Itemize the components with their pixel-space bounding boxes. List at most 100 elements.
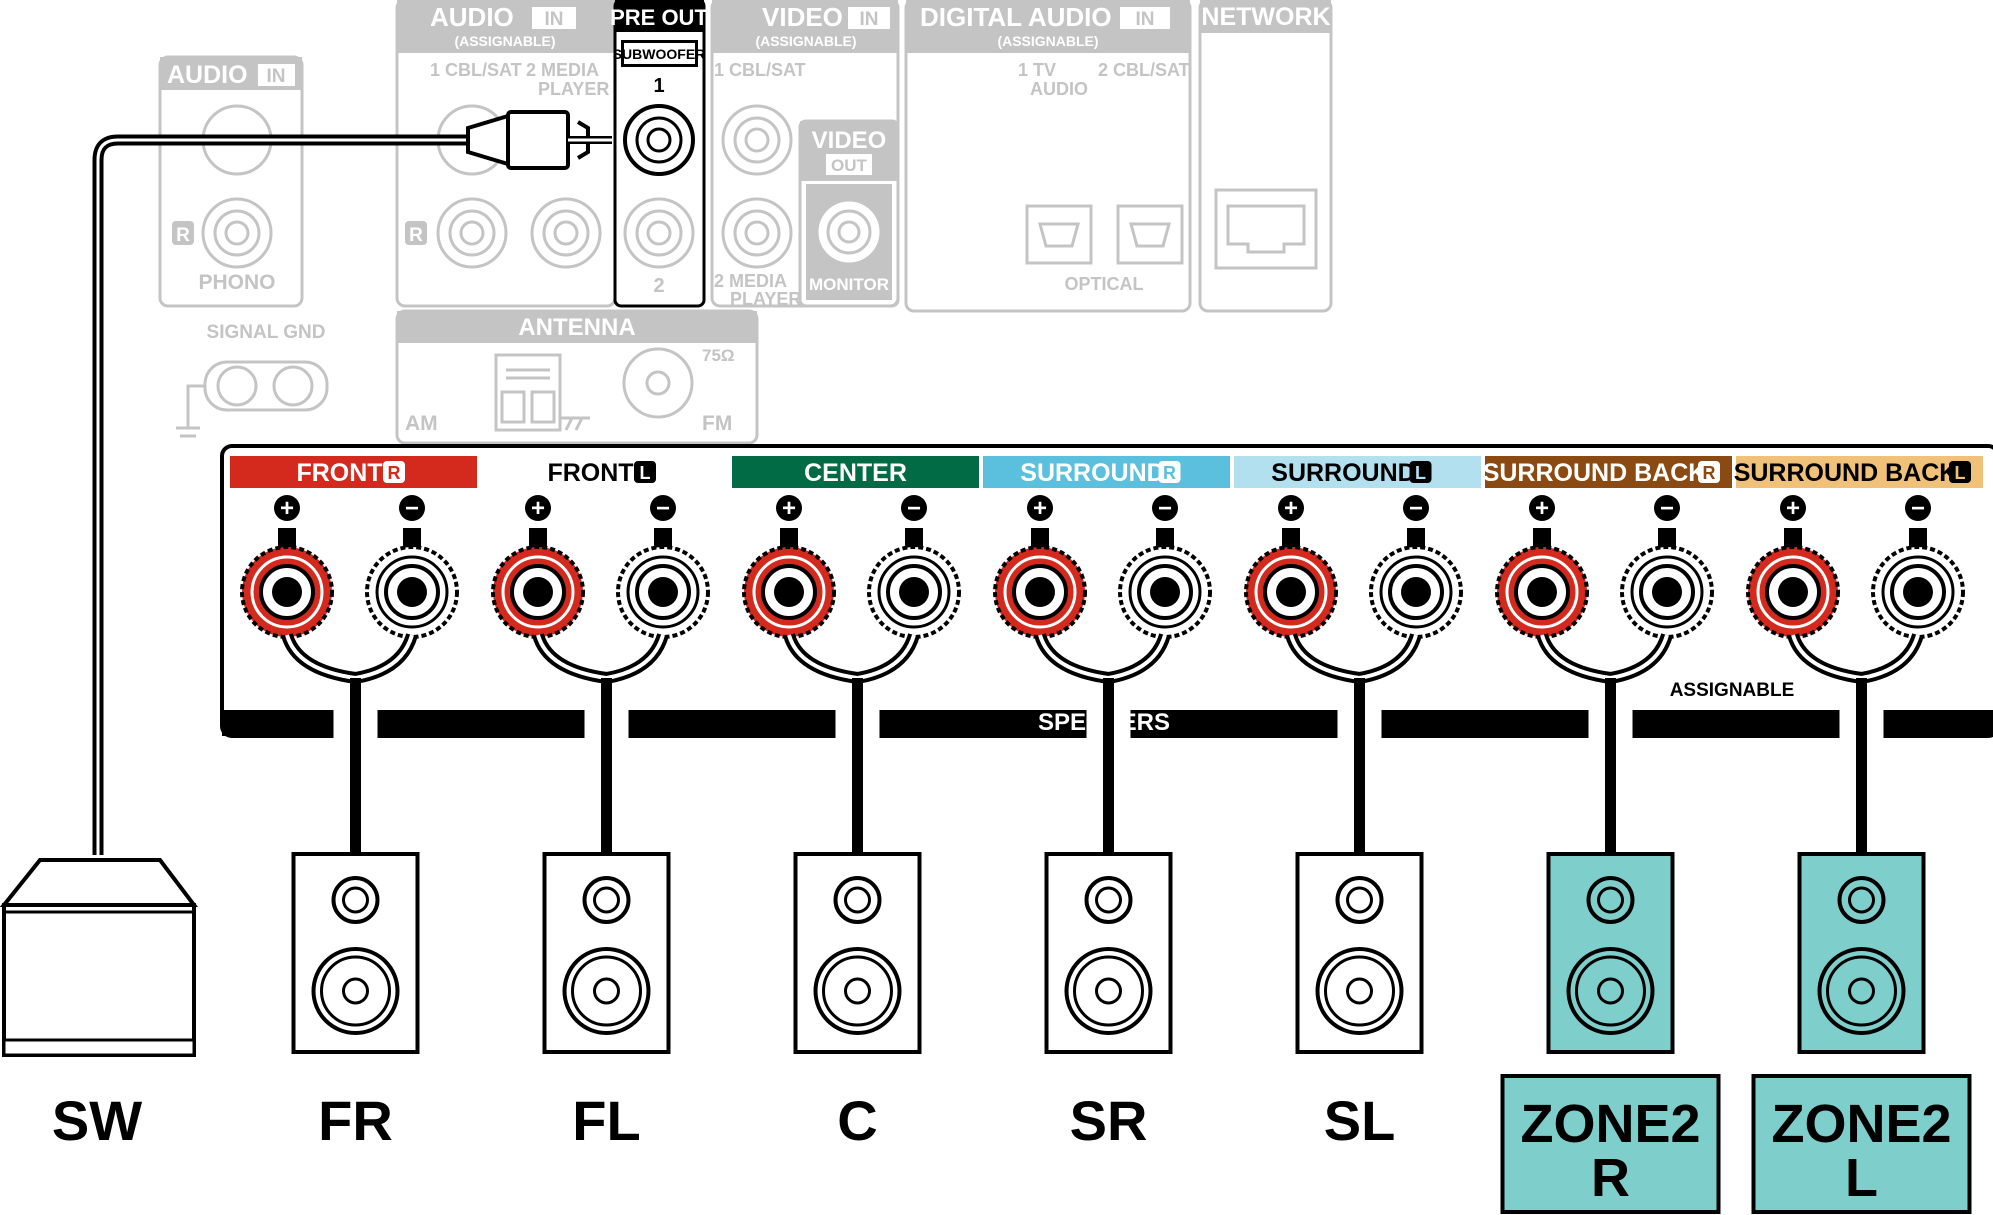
plus-symbol-text: +	[1786, 495, 1800, 522]
phono-audio-title: AUDIO	[167, 61, 248, 89]
plus-terminal	[240, 528, 334, 639]
rear-panel: AUDIO IN R PHONO SIGNAL GND AUDIO IN	[158, 0, 1333, 445]
plus-terminal	[1244, 528, 1338, 639]
channel-badge: L	[1955, 463, 1966, 483]
minus-symbol: −	[1403, 495, 1429, 522]
plus-symbol: +	[1278, 495, 1304, 522]
video-out-block: VIDEO OUT MONITOR	[798, 119, 900, 308]
speaker-label: SL	[1324, 1089, 1396, 1152]
speaker-label-line2: L	[1845, 1148, 1878, 1208]
digital-audio-in-block: DIGITAL AUDIO IN (ASSIGNABLE) 1 TV AUDIO…	[904, 0, 1192, 313]
channel-name: FRONT	[547, 459, 633, 487]
antenna-ohm: 75Ω	[702, 346, 735, 365]
plus-symbol-text: +	[531, 495, 545, 522]
antenna-block: ANTENNA 75Ω AM FM	[395, 309, 759, 445]
pre-out-jack-2-label: 2	[653, 275, 664, 297]
channel-badge: L	[640, 463, 651, 483]
video-out-monitor: MONITOR	[809, 275, 889, 294]
plus-symbol-text: +	[1033, 495, 1047, 522]
speaker-cable	[532, 632, 669, 858]
network-block: NETWORK	[1198, 0, 1333, 313]
channel-name: SURROUND BACK	[1483, 459, 1707, 487]
audio-in-title: AUDIO	[430, 2, 514, 32]
audio-in-tag: IN	[545, 9, 564, 30]
minus-terminal	[1620, 528, 1714, 639]
plus-terminal	[1495, 528, 1589, 639]
network-title: NETWORK	[1201, 3, 1330, 31]
pre-out-jack-1-label: 1	[653, 75, 664, 97]
channel-name: SURROUND BACK	[1734, 459, 1958, 487]
channel-badge: R	[1163, 463, 1176, 483]
minus-symbol-text: −	[1911, 495, 1925, 522]
plus-terminal	[1746, 528, 1840, 639]
video-in-input-2-line2: PLAYER	[730, 289, 801, 309]
plus-terminal	[993, 528, 1087, 639]
speaker-cable	[1285, 632, 1422, 858]
minus-symbol-text: −	[907, 495, 921, 522]
channel-name: FRONT	[296, 459, 382, 487]
plus-symbol: +	[1780, 495, 1806, 522]
minus-terminal	[616, 528, 710, 639]
phono-block: AUDIO IN R PHONO	[158, 55, 304, 308]
minus-symbol: −	[1654, 495, 1680, 522]
speaker-label: SR	[1070, 1089, 1148, 1152]
minus-terminal	[1871, 528, 1965, 639]
phono-r-badge: R	[176, 225, 190, 246]
speaker-label: C	[837, 1089, 877, 1152]
plus-symbol-text: +	[1284, 495, 1298, 522]
plus-terminal	[742, 528, 836, 639]
speaker-sr: SR	[1044, 852, 1173, 1152]
minus-symbol-text: −	[1158, 495, 1172, 522]
plus-symbol-text: +	[1535, 495, 1549, 522]
digital-audio-in-input-1: 1 TV	[1018, 60, 1056, 80]
speaker-cable	[1536, 632, 1673, 858]
channel-name: SURROUND	[1271, 459, 1415, 487]
channel-badge: R	[388, 463, 401, 483]
video-in-block: VIDEO IN (ASSIGNABLE) 1 CBL/SAT 2 MEDIA …	[710, 0, 900, 309]
channel-header-bar	[983, 456, 1230, 488]
speaker-c: C	[793, 852, 922, 1152]
speaker-cable	[1787, 632, 1924, 858]
minus-terminal	[1118, 528, 1212, 639]
pre-out-subwoofer-label: SUBWOOFER	[613, 46, 706, 62]
speaker-label: ZONE2	[1520, 1094, 1700, 1154]
audio-in-input-2-line2: PLAYER	[538, 79, 609, 99]
phono-label: PHONO	[198, 271, 275, 294]
digital-audio-in-input-1-line2: AUDIO	[1030, 79, 1088, 99]
minus-symbol: −	[399, 495, 425, 522]
plus-terminal	[491, 528, 585, 639]
video-in-input-1: 1 CBL/SAT	[714, 60, 806, 80]
channel-badge: R	[1703, 463, 1716, 483]
zone2-label-box	[1500, 1074, 1721, 1214]
minus-symbol: −	[1905, 495, 1931, 522]
zone2-label-box	[1751, 1074, 1972, 1214]
video-in-title: VIDEO	[762, 2, 843, 32]
minus-terminal	[365, 528, 459, 639]
channel-header-bar	[1234, 456, 1481, 488]
subwoofer-label: SW	[52, 1089, 142, 1152]
minus-symbol: −	[1152, 495, 1178, 522]
phono-in-tag: IN	[267, 66, 286, 87]
subwoofer-cable	[92, 110, 612, 855]
minus-symbol-text: −	[1409, 495, 1423, 522]
audio-in-block: AUDIO IN (ASSIGNABLE) 1 CBL/SAT 2 MEDIA …	[395, 0, 617, 308]
channel-badge: L	[1415, 463, 1426, 483]
plus-symbol: +	[1027, 495, 1053, 522]
digital-audio-in-tag: IN	[1136, 9, 1155, 30]
channel-1: FRONT L + −	[481, 456, 728, 858]
minus-terminal	[867, 528, 961, 639]
antenna-am: AM	[405, 412, 438, 435]
channel-header-bar	[732, 456, 979, 488]
speaker-label: FL	[572, 1089, 640, 1152]
minus-symbol-text: −	[656, 495, 670, 522]
minus-symbol-text: −	[1660, 495, 1674, 522]
channel-header-bar	[1485, 456, 1732, 488]
speaker-label-line2: R	[1591, 1148, 1630, 1208]
digital-audio-in-input-2: 2 CBL/SAT	[1098, 60, 1190, 80]
plus-symbol: +	[776, 495, 802, 522]
